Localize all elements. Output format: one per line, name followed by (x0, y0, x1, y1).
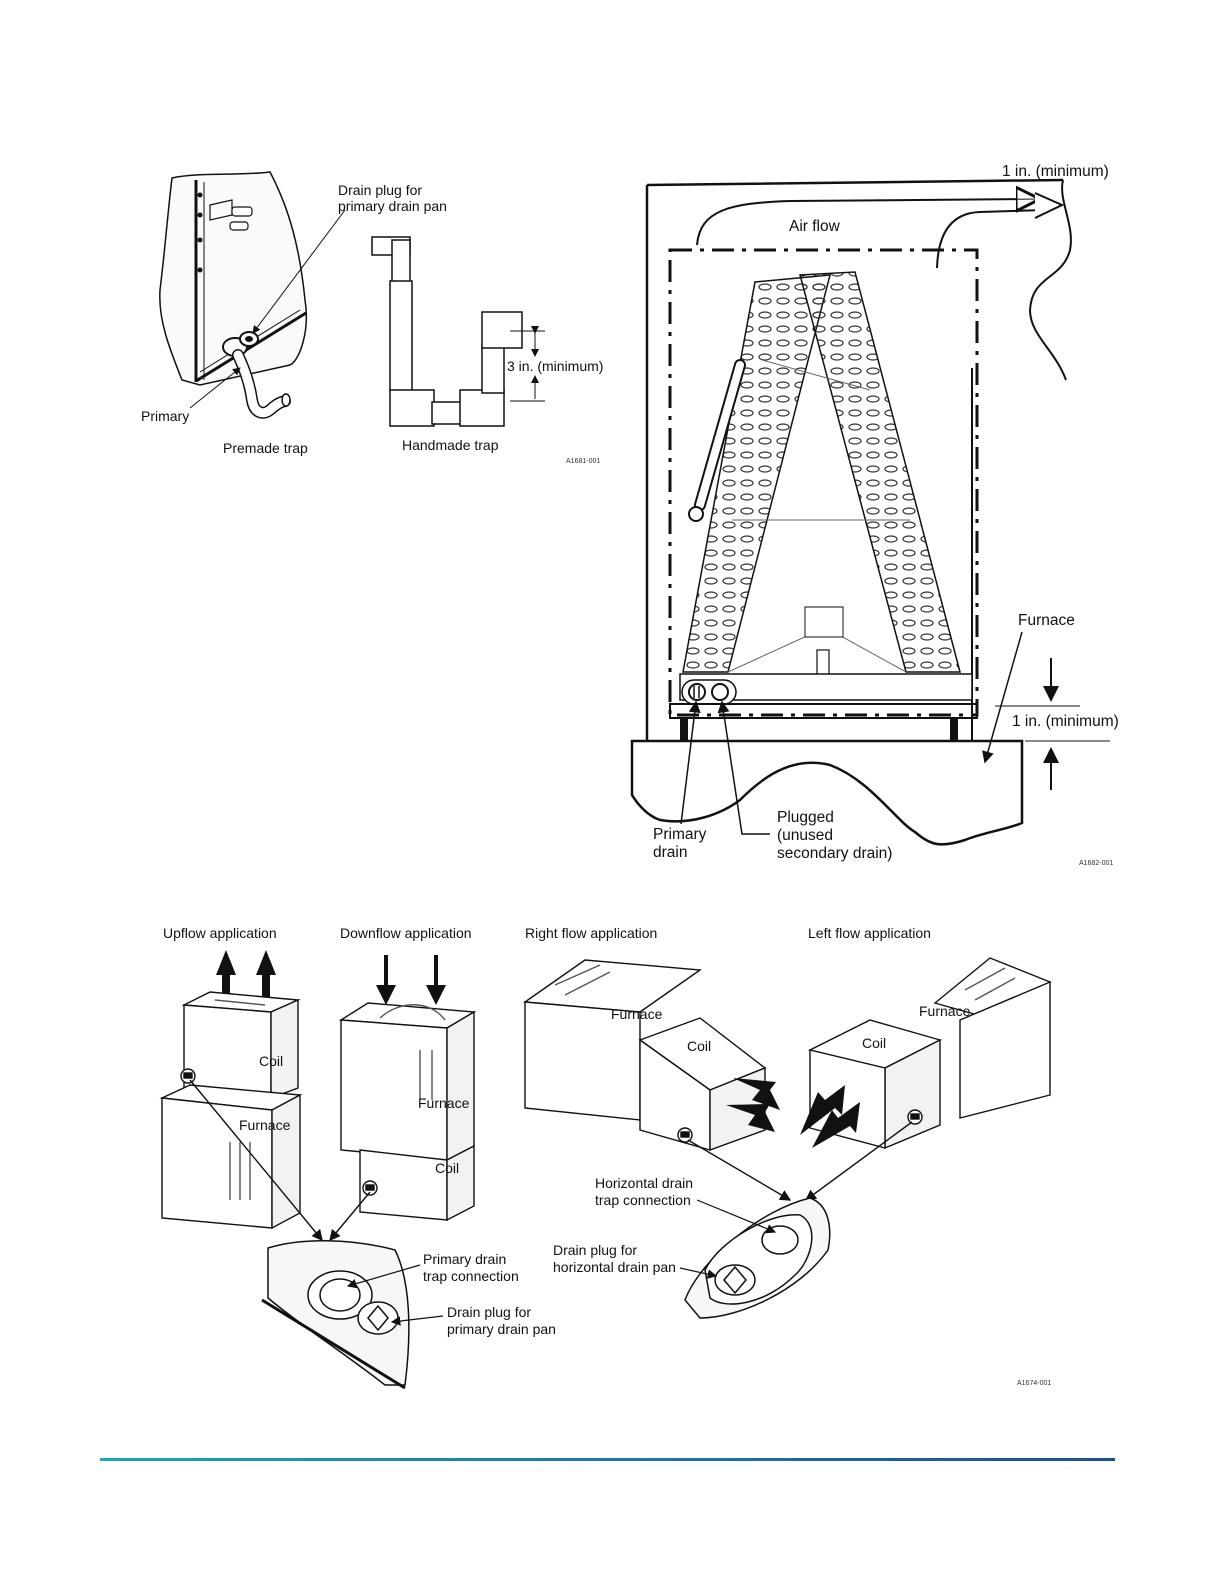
coil-figure: 1 in. (minimum) Air flow (630, 163, 1119, 867)
drain-plug-label-line1: Drain plug for (338, 182, 422, 198)
rightflow-coil-label: Coil (687, 1038, 711, 1054)
primary-drain-detail (261, 1240, 410, 1390)
plugged-line2: (unused (777, 827, 833, 844)
horizontal-plug-line2: horizontal drain pan (553, 1259, 676, 1275)
coil-a-frame (679, 271, 973, 705)
airflow-label: Air flow (789, 218, 841, 235)
furnace-label: Furnace (1018, 612, 1075, 629)
applications-figure: Upflow application Downflow application … (159, 925, 1052, 1390)
cabinet-outline (645, 178, 1064, 741)
top-clearance-label: 1 in. (minimum) (1002, 163, 1109, 180)
handmade-trap-label: Handmade trap (402, 437, 499, 453)
min-height-label: 3 in. (minimum) (507, 358, 603, 374)
horizontal-plug-line1: Drain plug for (553, 1242, 637, 1258)
coil-footprint (668, 248, 979, 717)
upflow-furnace-label: Furnace (239, 1117, 291, 1133)
plugged-line1: Plugged (777, 809, 834, 826)
drain-plug-label-line2: primary drain pan (338, 198, 447, 214)
horizontal-trap-line1: Horizontal drain (595, 1175, 693, 1191)
leftflow-unit (800, 957, 1052, 1150)
primary-plug-line2: primary drain pan (447, 1321, 556, 1337)
primary-label: Primary (141, 408, 189, 424)
premade-trap-label: Premade trap (223, 440, 308, 456)
leftflow-furnace-label: Furnace (919, 1003, 971, 1019)
rightflow-title: Right flow application (525, 925, 657, 941)
rightflow-furnace-label: Furnace (611, 1006, 663, 1022)
downflow-title: Downflow application (340, 925, 472, 941)
figure-id-coil: A1682-001 (1079, 860, 1113, 867)
upflow-coil-label: Coil (259, 1053, 283, 1069)
primary-drain-line2: drain (653, 844, 687, 861)
horizontal-drain-detail (684, 1197, 831, 1319)
furnace-top (630, 739, 1024, 846)
primary-trap-line2: trap connection (423, 1268, 519, 1284)
primary-trap-line1: Primary drain (423, 1251, 506, 1267)
upflow-title: Upflow application (163, 925, 277, 941)
primary-drain-line1: Primary (653, 826, 707, 843)
trap-figure: Drain plug for primary drain pan Primary… (141, 171, 603, 465)
bottom-clearance-label: 1 in. (minimum) (1012, 713, 1119, 730)
rightflow-unit (523, 959, 780, 1151)
downflow-coil-label: Coil (435, 1160, 459, 1176)
upflow-unit (159, 950, 303, 1230)
figure-id-applications: A1674-001 (1017, 1380, 1051, 1387)
leftflow-title: Left flow application (808, 925, 931, 941)
handmade-trap (371, 236, 523, 427)
primary-plug-line1: Drain plug for (447, 1304, 531, 1320)
plugged-line3: secondary drain) (777, 845, 892, 862)
cabinet-right-break (1028, 179, 1072, 381)
downflow-unit (338, 955, 477, 1222)
footer-rule (100, 1458, 1115, 1461)
leftflow-coil-label: Coil (862, 1035, 886, 1051)
figure-id-trap: A1681-001 (566, 458, 600, 465)
downflow-furnace-label: Furnace (418, 1095, 470, 1111)
horizontal-trap-line2: trap connection (595, 1192, 691, 1208)
